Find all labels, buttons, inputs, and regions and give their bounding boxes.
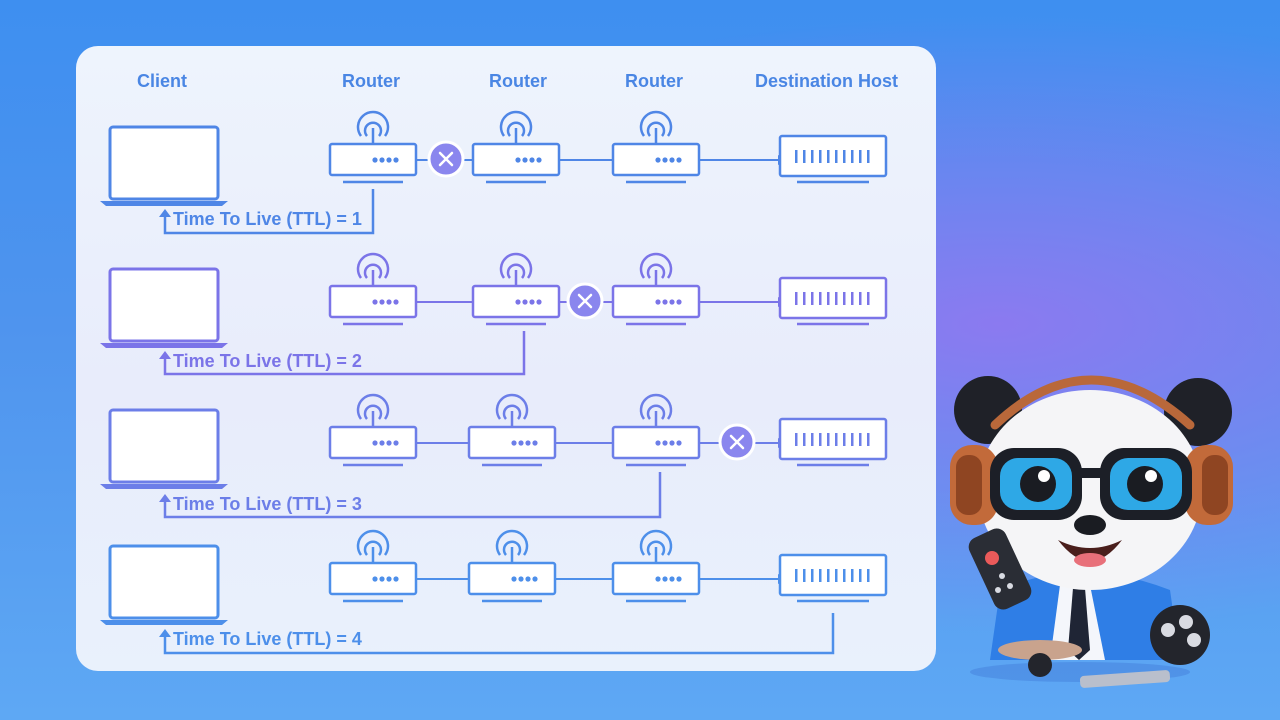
mascot-nose [1074, 515, 1106, 535]
wifi-antenna-icon [495, 529, 529, 556]
laptop-base [100, 484, 228, 489]
mascot-phone [1079, 670, 1171, 688]
close-icon [427, 140, 465, 178]
wifi-antenna-icon [639, 252, 673, 279]
column-header-client: Client [137, 71, 188, 91]
traceroute-row-2 [100, 252, 888, 376]
return-path-line [163, 331, 526, 376]
mascot-right-paw [1150, 605, 1210, 665]
server-box [778, 417, 888, 461]
return-path-line [163, 472, 662, 519]
router-icon [471, 110, 561, 184]
mascot-head [978, 390, 1202, 590]
router-icon [471, 252, 561, 326]
arrow-up-icon [159, 209, 171, 217]
router-icon [328, 252, 418, 326]
return-path-line [163, 189, 375, 235]
wifi-antenna-icon [499, 252, 533, 279]
mascot-tie [1068, 588, 1090, 660]
laptop-base [100, 620, 228, 625]
mascot-remote [968, 528, 1032, 610]
ttl-label-4: Time To Live (TTL) = 4 [173, 629, 362, 649]
ttl-label-1: Time To Live (TTL) = 1 [173, 209, 362, 229]
laptop-icon [108, 267, 220, 343]
router-icon [611, 393, 701, 467]
server-box [778, 276, 888, 320]
router-icon [467, 529, 557, 603]
wifi-antenna-icon [356, 252, 390, 279]
server-icon [778, 417, 888, 467]
laptop-icon [108, 544, 220, 620]
traceroute-row-4 [100, 529, 888, 655]
router-icon [328, 393, 418, 467]
wifi-antenna-icon [356, 393, 390, 420]
laptop-base [100, 343, 228, 348]
router-icon [467, 393, 557, 467]
wifi-antenna-icon [639, 393, 673, 420]
wifi-antenna-icon [499, 110, 533, 137]
column-header-destination: Destination Host [755, 71, 899, 91]
server-icon [778, 553, 888, 603]
server-icon [778, 134, 888, 184]
wifi-antenna-icon [639, 529, 673, 556]
router-icon [611, 252, 701, 326]
server-icon [778, 276, 888, 326]
column-header-router-3: Router [625, 71, 683, 91]
close-icon [718, 423, 756, 461]
ttl-label-3: Time To Live (TTL) = 3 [173, 494, 362, 514]
router-icon [611, 110, 701, 184]
wifi-antenna-icon [356, 529, 390, 556]
mascot-bowl [998, 640, 1082, 660]
mascot-mouth [1058, 540, 1122, 561]
traceroute-row-3 [100, 393, 888, 519]
router-icon [611, 529, 701, 603]
laptop-base [100, 201, 228, 206]
arrow-up-icon [159, 351, 171, 359]
mascot-right-ear [1164, 378, 1232, 446]
laptop-icon [108, 408, 220, 484]
column-header-router-2: Router [489, 71, 547, 91]
column-header-router-1: Router [342, 71, 400, 91]
arrow-up-icon [159, 629, 171, 637]
mascot-headphone-band [990, 375, 1195, 430]
close-icon [566, 282, 604, 320]
traceroute-row-1 [100, 110, 888, 235]
wifi-antenna-icon [639, 110, 673, 137]
server-box [778, 134, 888, 178]
server-box [778, 553, 888, 597]
wifi-antenna-icon [356, 110, 390, 137]
laptop-icon [108, 125, 220, 201]
wifi-antenna-icon [495, 393, 529, 420]
ttl-label-2: Time To Live (TTL) = 2 [173, 351, 362, 371]
arrow-up-icon [159, 494, 171, 502]
panda-mascot-illustration [950, 375, 1233, 688]
return-path-line [163, 613, 835, 655]
router-icon [328, 110, 418, 184]
router-icon [328, 529, 418, 603]
